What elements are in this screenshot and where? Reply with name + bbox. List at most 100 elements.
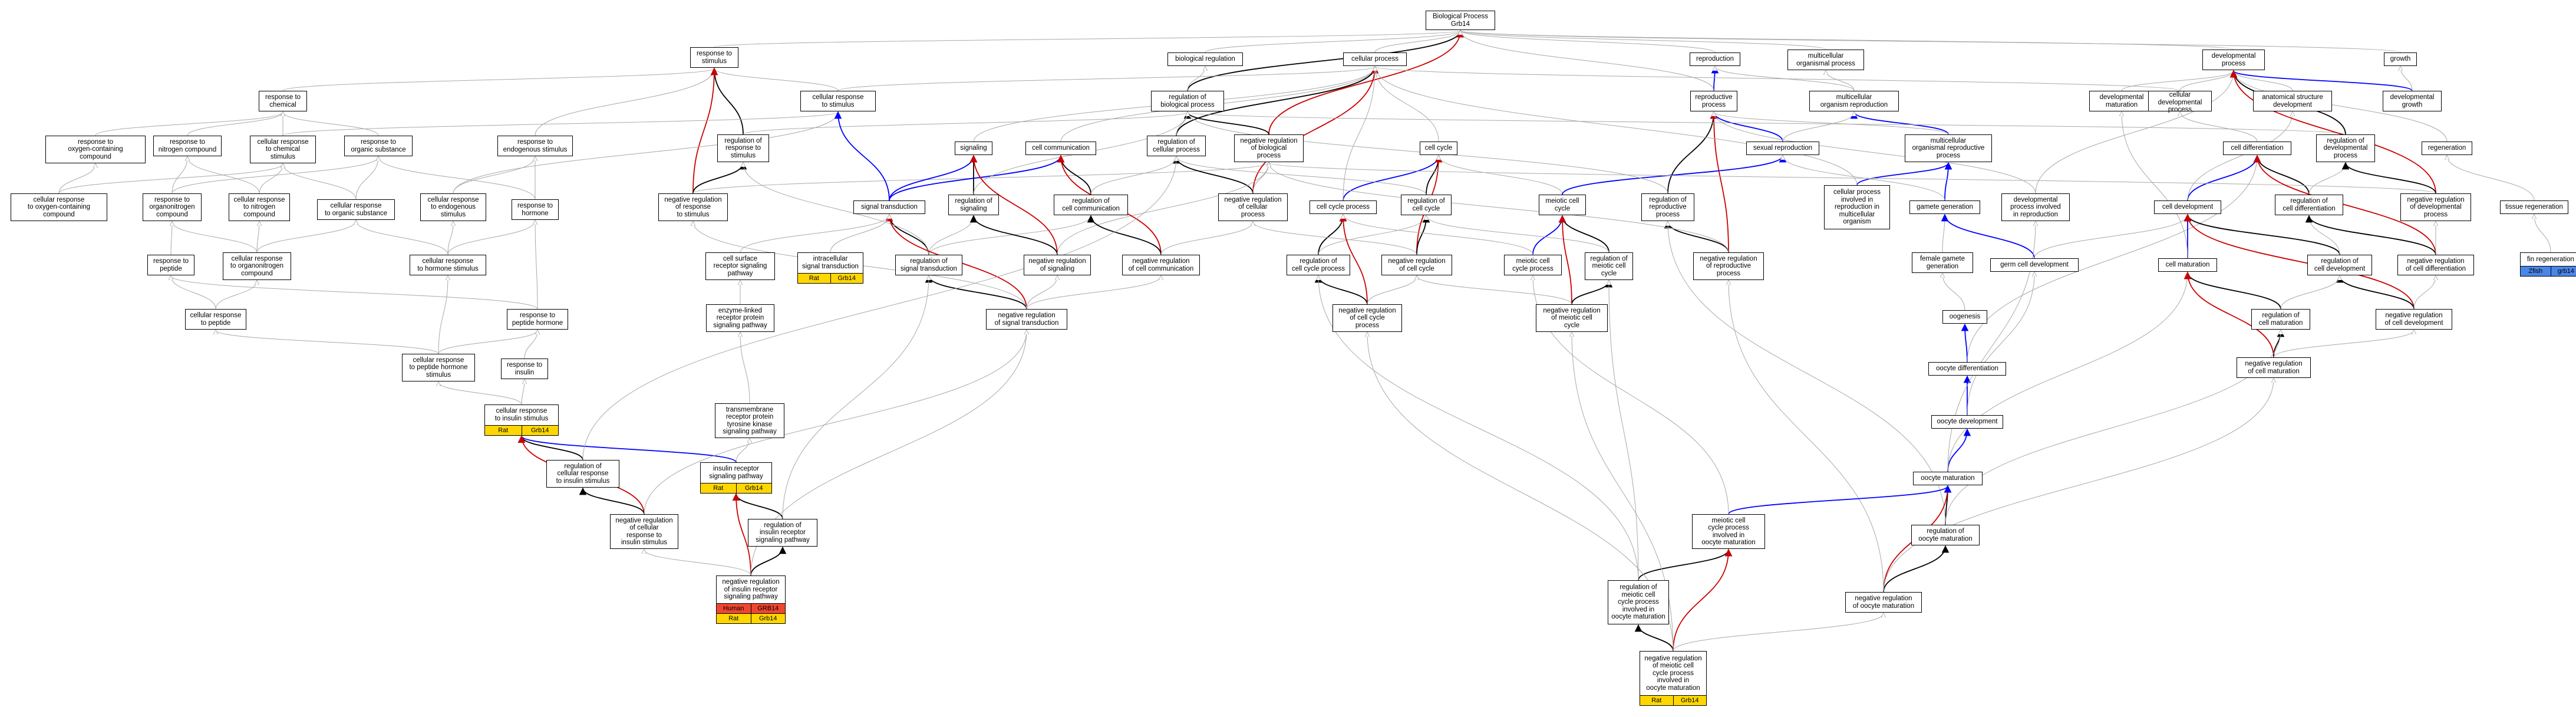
go-term-node[interactable]: signal transduction <box>853 200 925 214</box>
go-term-node[interactable]: cellular response to organic substance <box>317 199 395 220</box>
go-term-node[interactable]: cellular response to hormone stimulus <box>410 255 486 275</box>
go-term-node[interactable]: female gamete generation <box>1912 252 1973 273</box>
go-term-node[interactable]: regulation of insulin receptor signaling… <box>748 519 817 547</box>
go-term-node[interactable]: regulation of signal transduction <box>895 255 962 275</box>
go-term-node[interactable]: negative regulation of meiotic cell cycl… <box>1536 304 1608 332</box>
go-term-node[interactable]: gamete generation <box>1909 200 1980 214</box>
go-term-node[interactable]: response to insulin <box>501 358 548 379</box>
go-term-node[interactable]: negative regulation of cell cycle proces… <box>1332 304 1402 332</box>
go-term-node[interactable]: negative regulation of insulin receptor … <box>716 575 786 624</box>
go-term-node[interactable]: response to chemical <box>259 91 307 111</box>
go-term-node[interactable]: regulation of oocyte maturation <box>1911 525 1980 545</box>
go-term-node[interactable]: reproductive process <box>1690 91 1737 111</box>
go-term-node[interactable]: negative regulation of cellular process <box>1218 193 1288 221</box>
go-term-node[interactable]: response to peptide hormone <box>507 309 568 330</box>
go-term-node[interactable]: regulation of developmental process <box>2316 134 2375 162</box>
go-term-node[interactable]: oocyte maturation <box>1913 472 1983 485</box>
go-term-node[interactable]: response to stimulus <box>690 47 738 68</box>
go-term-node[interactable]: negative regulation of cellular response… <box>610 514 678 549</box>
go-term-node[interactable]: multicellular organism reproduction <box>1809 91 1899 111</box>
go-term-node[interactable]: negative regulation of cell cycle <box>1381 255 1452 275</box>
go-term-node[interactable]: negative regulation of signaling <box>1024 255 1091 275</box>
go-term-node[interactable]: cellular response to oxygen-containing c… <box>11 193 107 221</box>
go-term-node[interactable]: negative regulation of reproductive proc… <box>1693 252 1764 280</box>
go-term-node[interactable]: negative regulation of cell development <box>2376 309 2452 330</box>
go-term-node[interactable]: developmental process involved in reprod… <box>2001 193 2070 221</box>
go-term-node[interactable]: oogenesis <box>1942 310 1987 324</box>
go-term-node[interactable]: oocyte development <box>1931 415 2003 429</box>
go-term-node[interactable]: Biological Process Grb14 <box>1426 11 1495 30</box>
go-term-node[interactable]: meiotic cell cycle <box>1539 195 1586 215</box>
go-term-node[interactable]: cellular developmental process <box>2148 91 2212 113</box>
go-term-node[interactable]: developmental maturation <box>2089 91 2154 111</box>
go-term-node[interactable]: cellular response to stimulus <box>800 91 876 111</box>
go-term-node[interactable]: cell cycle <box>1420 142 1457 155</box>
go-term-node[interactable]: negative regulation of developmental pro… <box>2400 193 2471 221</box>
go-term-node[interactable]: anatomical structure development <box>2253 91 2332 111</box>
go-term-node[interactable]: cell communication <box>1025 142 1096 155</box>
go-term-node[interactable]: cellular response to nitrogen compound <box>229 193 290 221</box>
go-term-node[interactable]: multicellular organismal process <box>1787 50 1864 70</box>
go-term-node[interactable]: regulation of cell cycle process <box>1287 255 1350 275</box>
go-term-node[interactable]: regulation of signaling <box>948 195 999 215</box>
go-term-node[interactable]: cellular response to peptide hormone sti… <box>402 354 475 381</box>
go-term-node[interactable]: response to endogenous stimulus <box>497 136 573 156</box>
go-term-node[interactable]: cell differentiation <box>2223 142 2291 155</box>
go-term-node[interactable]: signaling <box>955 142 992 155</box>
go-term-node[interactable]: cellular process <box>1343 52 1407 66</box>
go-term-node[interactable]: cell maturation <box>2158 258 2217 272</box>
go-term-node[interactable]: negative regulation of oocyte maturation <box>1845 592 1922 613</box>
go-term-node[interactable]: tissue regeneration <box>2500 200 2568 214</box>
go-term-node[interactable]: regulation of cell differentiation <box>2275 195 2343 215</box>
go-term-node[interactable]: multicellular organismal reproductive pr… <box>1905 134 1992 162</box>
go-term-node[interactable]: regulation of reproductive process <box>1641 193 1694 221</box>
go-term-node[interactable]: developmental process <box>2202 50 2265 70</box>
go-term-node[interactable]: transmembrane receptor protein tyrosine … <box>715 403 784 438</box>
go-term-node[interactable]: negative regulation of signal transducti… <box>986 309 1067 330</box>
go-term-node[interactable]: response to nitrogen compound <box>153 136 222 156</box>
go-term-node[interactable]: cellular response to organonitrogen comp… <box>223 252 291 280</box>
go-term-node[interactable]: regulation of cell development <box>2307 255 2372 275</box>
go-term-node[interactable]: meiotic cell cycle process involved in o… <box>1692 514 1765 549</box>
go-term-node[interactable]: regulation of meiotic cell cycle process… <box>1608 580 1669 624</box>
go-term-node[interactable]: reproduction <box>1690 52 1740 66</box>
go-term-node[interactable]: developmental growth <box>2383 91 2442 111</box>
go-term-node[interactable]: cell development <box>2154 200 2221 214</box>
go-term-node[interactable]: negative regulation of biological proces… <box>1234 134 1304 162</box>
go-term-node[interactable]: cellular response to endogenous stimulus <box>420 193 486 221</box>
go-term-node[interactable]: cell cycle process <box>1310 200 1377 214</box>
go-term-node[interactable]: response to hormone <box>512 199 559 220</box>
go-term-node[interactable]: regeneration <box>2422 142 2472 155</box>
go-term-node[interactable]: enzyme-linked receptor protein signaling… <box>706 304 774 332</box>
go-term-node[interactable]: sexual reproduction <box>1746 142 1819 155</box>
go-term-node[interactable]: response to peptide <box>147 255 194 275</box>
go-term-node[interactable]: biological regulation <box>1167 52 1243 66</box>
go-term-node[interactable]: negative regulation of meiotic cell cycl… <box>1640 651 1707 706</box>
go-term-node[interactable]: cellular process involved in reproductio… <box>1824 185 1890 229</box>
go-term-node[interactable]: cell surface receptor signaling pathway <box>705 252 775 280</box>
go-term-node[interactable]: cellular response to peptide <box>185 309 246 330</box>
go-term-node[interactable]: cellular response to chemical stimulus <box>250 136 316 163</box>
go-term-node[interactable]: regulation of cell cycle <box>1401 195 1452 215</box>
go-term-node[interactable]: growth <box>2384 52 2417 66</box>
go-term-node[interactable]: regulation of cellular response to insul… <box>546 460 619 488</box>
go-term-node[interactable]: oocyte differentiation <box>1928 362 2006 376</box>
go-term-node[interactable]: regulation of cell communication <box>1054 195 1128 215</box>
go-term-node[interactable]: regulation of biological process <box>1151 91 1224 111</box>
go-term-node[interactable]: meiotic cell cycle process <box>1504 255 1562 275</box>
go-term-node[interactable]: response to organic substance <box>344 136 413 156</box>
go-term-node[interactable]: regulation of cellular process <box>1147 136 1206 156</box>
go-term-node[interactable]: response to organonitrogen compound <box>143 193 202 221</box>
go-term-node[interactable]: regulation of cell maturation <box>2251 309 2310 330</box>
go-term-node[interactable]: negative regulation of cell maturation <box>2237 357 2311 378</box>
go-term-node[interactable]: negative regulation of cell differentiat… <box>2397 255 2474 275</box>
go-term-node[interactable]: negative regulation of response to stimu… <box>658 193 728 221</box>
go-term-node[interactable]: response to oxygen-containing compound <box>45 136 146 163</box>
go-term-node[interactable]: negative regulation of cell communicatio… <box>1122 255 1200 275</box>
go-term-node[interactable]: germ cell development <box>1990 258 2079 272</box>
go-term-node[interactable]: regulation of meiotic cell cycle <box>1585 252 1633 280</box>
